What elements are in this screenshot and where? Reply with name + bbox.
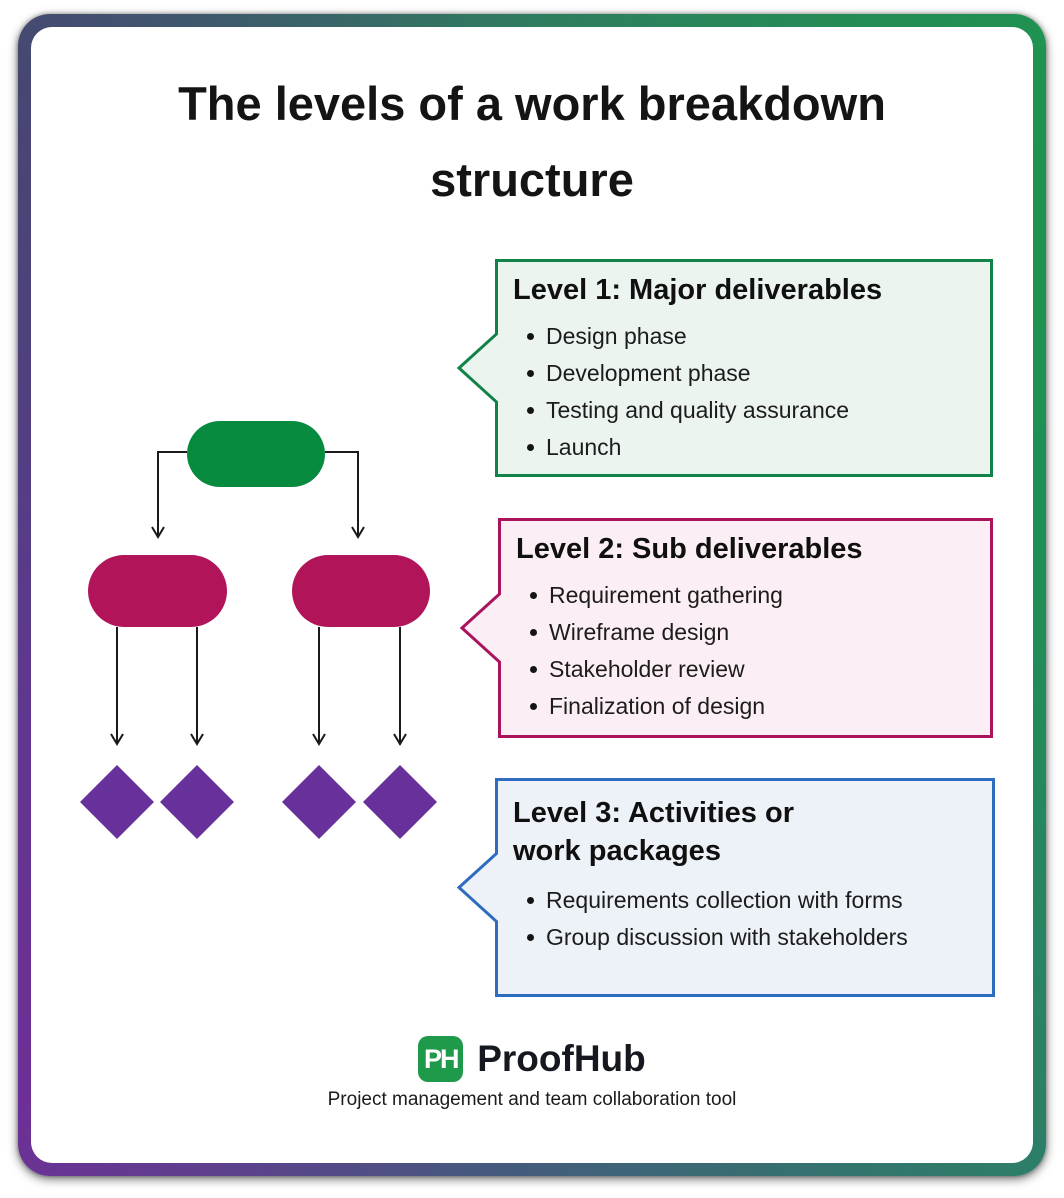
leaf-node-level3-4 [363,765,437,839]
callout-level-3-heading: Level 3: Activities or [513,797,794,829]
callout-level-1: Level 1: Major deliverables Design phase… [457,259,993,477]
page-title: The levels of a work breakdown structure [0,66,1064,218]
list-item-label: Launch [546,434,622,460]
list-item: Launch [527,429,979,466]
list-item-label: Group discussion with stakeholders [546,924,908,950]
page-title-line2: structure [430,153,634,206]
list-item: Design phase [527,318,979,355]
callout-level-2: Level 2: Sub deliverables Requirement ga… [460,518,993,738]
callout-level-2-heading: Level 2: Sub deliverables [516,533,863,565]
bullet-icon [527,444,534,451]
wbs-tree-diagram [80,421,437,839]
speech-pointer-shape [457,259,993,477]
sub-node-level2-right [292,555,430,627]
callout-level-1-bubble [457,259,993,477]
root-node-level1 [187,421,325,487]
list-item: Stakeholder review [530,651,979,688]
callout-level-3: Level 3: Activities or work packages Requ… [457,778,995,997]
connector-left [157,451,187,536]
list-item-label: Design phase [546,323,687,349]
callout-level-2-content: Level 2: Sub deliverables Requirement ga… [500,518,993,725]
callout-level-1-content: Level 1: Major deliverables Design phase… [497,259,993,466]
proofhub-logo-icon: PH [418,1036,464,1082]
list-item: Testing and quality assurance [527,392,979,429]
list-item: Requirements collection with forms [527,882,981,919]
bullet-icon [530,592,537,599]
footer-logo: PH ProofHub [0,1036,1064,1082]
callout-level-3-title: Level 3: Activities or work packages [513,794,981,870]
bullet-icon [530,703,537,710]
sub-node-level2-left [88,555,227,627]
list-item: Finalization of design [530,688,979,725]
arrowhead-icon [312,733,326,746]
proofhub-logo-text: ProofHub [477,1038,646,1079]
callout-level-2-title: Level 2: Sub deliverables [516,530,979,568]
list-item-label: Requirements collection with forms [546,887,903,913]
list-item: Group discussion with stakeholders [527,919,981,956]
bullet-icon [527,407,534,414]
list-item-label: Wireframe design [549,619,730,645]
connector-right [325,451,359,536]
bullet-icon [530,666,537,673]
bullet-icon [530,629,537,636]
page-title-line1: The levels of a work breakdown [178,77,886,130]
bullet-icon [527,897,534,904]
arrowhead-icon [351,526,365,539]
speech-pointer-shape [460,518,993,738]
callout-level-1-list: Design phase Development phase Testing a… [513,318,979,466]
list-item: Wireframe design [530,614,979,651]
callout-level-2-bubble [460,518,993,738]
callout-level-1-heading: Level 1: Major deliverables [513,274,883,306]
bullet-icon [527,370,534,377]
callout-level-1-title: Level 1: Major deliverables [513,271,979,309]
arrowhead-icon [110,733,124,746]
callout-level-3-list: Requirements collection with forms Group… [513,882,981,956]
leaf-node-level3-3 [282,765,356,839]
list-item-label: Stakeholder review [549,656,745,682]
footer-tagline: Project management and team collaboratio… [327,1089,737,1110]
arrowhead-icon [393,733,407,746]
list-item-label: Testing and quality assurance [546,397,850,423]
callout-level-2-list: Requirement gathering Wireframe design S… [516,577,979,725]
list-item-label: Requirement gathering [549,582,783,608]
list-item: Requirement gathering [530,577,979,614]
proofhub-monogram: PH [423,1043,459,1074]
callout-level-3-bubble [457,778,995,997]
speech-pointer-shape [457,778,995,997]
leaf-node-level3-2 [160,765,234,839]
list-item-label: Development phase [546,360,751,386]
callout-level-3-content: Level 3: Activities or work packages Requ… [497,778,995,956]
callout-level-3-heading2: work packages [513,835,721,867]
leaf-node-level3-1 [80,765,154,839]
bullet-icon [527,934,534,941]
arrowhead-icon [190,733,204,746]
bullet-icon [527,333,534,340]
arrowhead-icon [151,526,165,539]
list-item: Development phase [527,355,979,392]
list-item-label: Finalization of design [549,693,766,719]
